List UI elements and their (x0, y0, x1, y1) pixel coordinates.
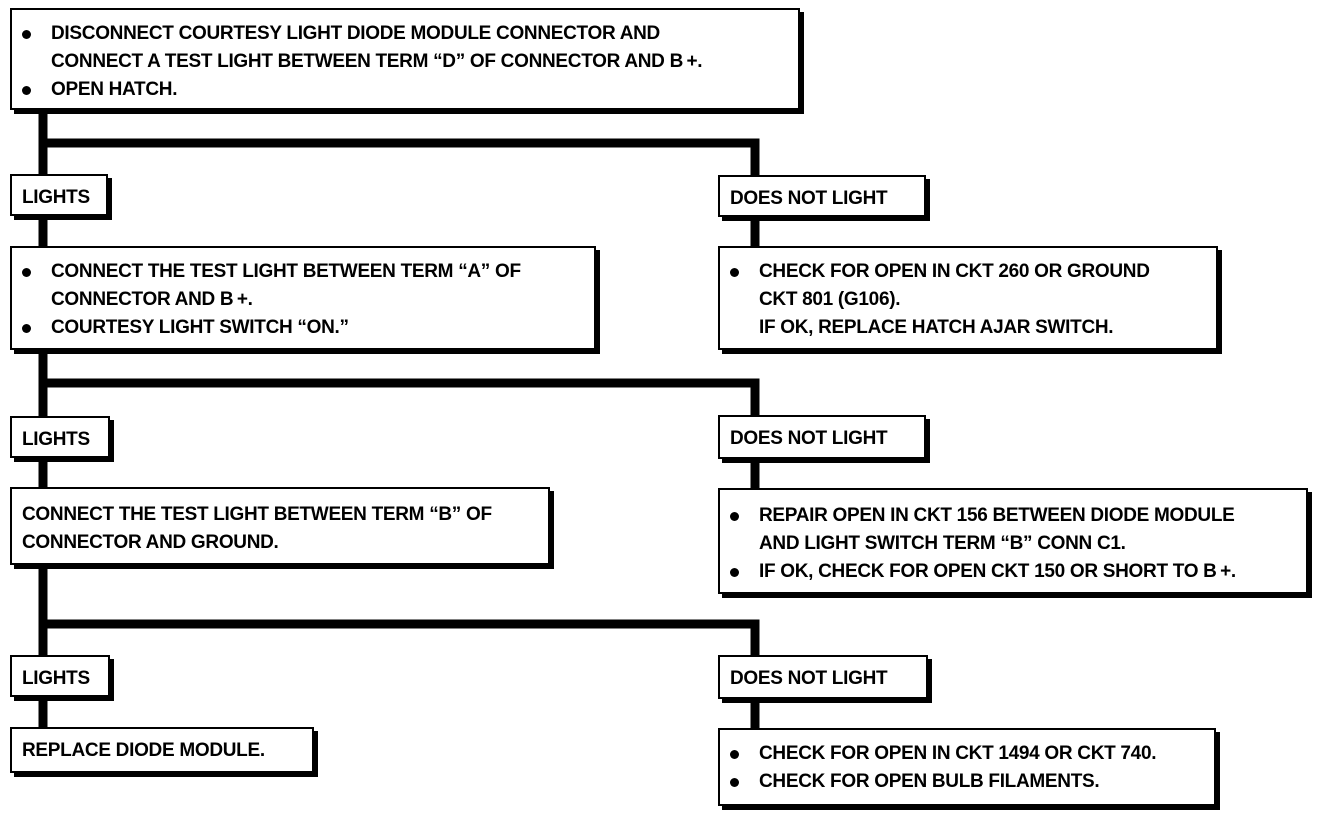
step-3-yes-box: CONNECT THE TEST LIGHT BETWEEN TERM “B” … (10, 487, 550, 565)
step-3-no-box: REPAIR OPEN IN CKT 156 BETWEEN DIODE MOD… (718, 488, 1308, 594)
bullet-icon (730, 268, 739, 277)
bullet-icon (730, 568, 739, 577)
branch-connector-3 (38, 560, 760, 660)
bullet-item: CONNECT THE TEST LIGHT BETWEEN TERM “A” … (22, 258, 584, 314)
step-1-box: DISCONNECT COURTESY LIGHT DIODE MODULE C… (10, 8, 800, 110)
bullet-item: DISCONNECT COURTESY LIGHT DIODE MODULE C… (22, 20, 788, 76)
step-4-no-bullet-1: CHECK FOR OPEN IN CKT 1494 OR CKT 740. (759, 743, 1157, 764)
bullet-icon (22, 268, 31, 277)
step-1-bullet-2: OPEN HATCH. (51, 79, 178, 100)
step-1-bullet-1: DISCONNECT COURTESY LIGHT DIODE MODULE C… (51, 23, 703, 72)
bullet-item: CHECK FOR OPEN BULB FILAMENTS. (730, 768, 1204, 796)
step-3-no-bullet-2: IF OK, CHECK FOR OPEN CKT 150 OR SHORT T… (759, 561, 1236, 582)
bullet-icon (730, 512, 739, 521)
step-4-yes-text: REPLACE DIODE MODULE. (22, 740, 265, 761)
bullet-icon (730, 750, 739, 759)
bullet-item: COURTESY LIGHT SWITCH “ON.” (22, 314, 584, 342)
does-not-light-label-3-text: DOES NOT LIGHT (730, 668, 888, 689)
does-not-light-label-2-text: DOES NOT LIGHT (730, 428, 888, 449)
step-2-yes-box: CONNECT THE TEST LIGHT BETWEEN TERM “A” … (10, 246, 596, 350)
step-2-yes-bullet-2: COURTESY LIGHT SWITCH “ON.” (51, 317, 349, 338)
step-connector-3 (38, 692, 760, 733)
lights-label-1-text: LIGHTS (22, 187, 90, 208)
bullet-icon (22, 30, 31, 39)
step-4-yes-box: REPLACE DIODE MODULE. (10, 727, 314, 773)
step-3-no-bullet-1: REPAIR OPEN IN CKT 156 BETWEEN DIODE MOD… (759, 505, 1235, 554)
step-connector-2 (38, 452, 760, 493)
lights-label-1: LIGHTS (10, 174, 108, 216)
step-2-no-box: CHECK FOR OPEN IN CKT 260 OR GROUND CKT … (718, 246, 1218, 350)
step-3-yes-text: CONNECT THE TEST LIGHT BETWEEN TERM “B” … (22, 504, 492, 553)
lights-label-2-text: LIGHTS (22, 429, 90, 450)
bullet-item: REPAIR OPEN IN CKT 156 BETWEEN DIODE MOD… (730, 502, 1296, 558)
bullet-item: OPEN HATCH. (22, 76, 788, 104)
bullet-icon (730, 778, 739, 787)
step-4-no-box: CHECK FOR OPEN IN CKT 1494 OR CKT 740. C… (718, 728, 1216, 806)
bullet-item: CHECK FOR OPEN IN CKT 260 OR GROUND CKT … (730, 258, 1206, 342)
branch-connector-2 (38, 345, 760, 421)
does-not-light-label-1-text: DOES NOT LIGHT (730, 188, 888, 209)
lights-label-3-text: LIGHTS (22, 668, 90, 689)
bullet-icon (22, 86, 31, 95)
does-not-light-label-1: DOES NOT LIGHT (718, 175, 926, 217)
lights-label-2: LIGHTS (10, 416, 110, 458)
bullet-item: IF OK, CHECK FOR OPEN CKT 150 OR SHORT T… (730, 558, 1296, 586)
step-connector-1 (38, 210, 760, 251)
bullet-icon (22, 324, 31, 333)
does-not-light-label-2: DOES NOT LIGHT (718, 415, 926, 459)
lights-label-3: LIGHTS (10, 655, 110, 697)
step-2-no-bullet-1: CHECK FOR OPEN IN CKT 260 OR GROUND CKT … (759, 261, 1150, 338)
branch-connector-1 (38, 105, 760, 180)
step-2-yes-bullet-1: CONNECT THE TEST LIGHT BETWEEN TERM “A” … (51, 261, 521, 310)
step-4-no-bullet-2: CHECK FOR OPEN BULB FILAMENTS. (759, 771, 1100, 792)
does-not-light-label-3: DOES NOT LIGHT (718, 655, 928, 699)
bullet-item: CHECK FOR OPEN IN CKT 1494 OR CKT 740. (730, 740, 1204, 768)
